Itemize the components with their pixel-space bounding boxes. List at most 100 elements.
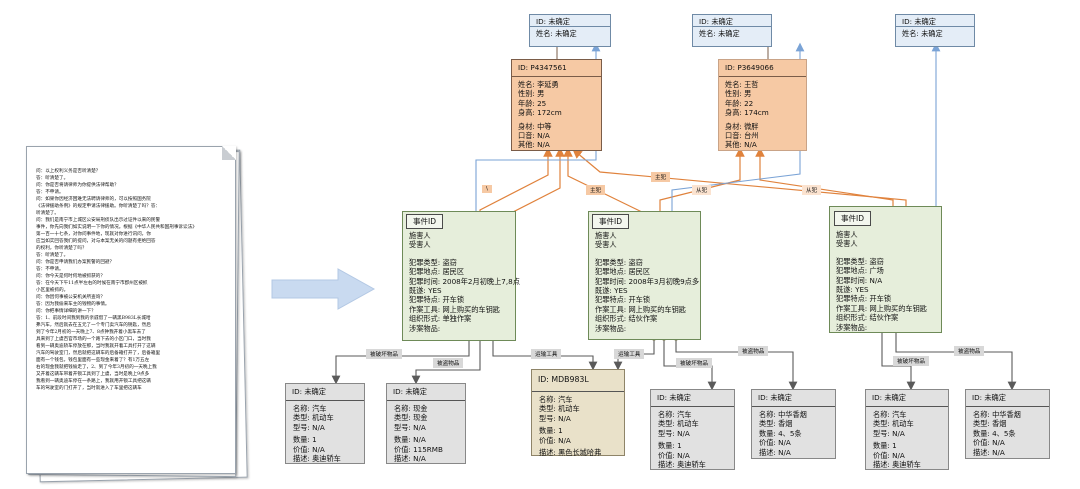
object-attr: 型号: N/A: [658, 428, 690, 438]
suspect-gender: 性别: 男: [518, 89, 545, 99]
object-attr: 数量: 1: [293, 435, 317, 445]
suspect-id: ID: P3649066: [725, 63, 774, 72]
object-attr: 描述: N/A: [973, 447, 1005, 457]
relation-label: 被盗物品: [738, 346, 769, 356]
object-box-2[interactable]: ID: 未确定 名称: 现金 类型: 现金 型号: N/A 数量: N/A 价值…: [386, 383, 466, 464]
object-id: ID: 未确定: [872, 393, 906, 402]
relation-label: 主犯: [651, 172, 671, 182]
transcript-line: 问：我们是南宁市上城区公安局刑侦队出示过证件以来的民警: [36, 218, 161, 223]
suspect-accent: 口音: 台州: [725, 131, 759, 141]
suspect-other: 其他: N/A: [725, 140, 757, 150]
crime-items: 涉案物品:: [595, 323, 627, 333]
object-attr: 描述: 奥迪轿车: [873, 460, 921, 470]
object-attr: 名称: 中华香烟: [759, 410, 807, 419]
victim-box-3[interactable]: ID: 未确定 姓名: 未确定: [895, 14, 975, 47]
object-attr: 价值: 115RMB: [394, 444, 443, 454]
suspect-name: 姓名: 王哲: [725, 80, 759, 89]
object-attr: 类型: 机动车: [873, 419, 914, 429]
transcript-line: 《法律援助条例》的规定申请法律援助。你听清楚了吗？答：: [36, 204, 161, 209]
transcript-line: 问：你是否将请律师为你提供法律帮助？: [36, 183, 119, 188]
crime-feature: 犯罪特点: 开车锁: [409, 295, 465, 305]
object-attr: 价值: N/A: [293, 444, 325, 454]
object-box-5[interactable]: ID: 未确定 名称: 中华香烟 类型: 香烟 数量: 4、5条 价值: N/A…: [751, 389, 836, 459]
object-attr: 型号: N/A: [394, 422, 426, 432]
object-box-4[interactable]: ID: 未确定 名称: 汽车 类型: 机动车 型号: N/A 数量: 1 价值:…: [650, 389, 735, 470]
suspect-height: 身高: 172cm: [518, 108, 562, 118]
object-attr: 描述: 奥迪轿车: [293, 454, 341, 464]
object-attr: 类型: 机动车: [539, 404, 580, 414]
suspect-name: 姓名: 李延勇: [518, 80, 559, 89]
transcript-line: 面有一个钱包，钱包里面有一些现金来着了？有1万五左: [36, 358, 150, 363]
offender-port: 施害人: [595, 231, 617, 240]
event-id-label: 事件ID: [406, 214, 443, 229]
event-body-1: 施害人 受害人 犯罪类型: 盗窃 犯罪地点: 居民区 犯罪时间: 2008年2月…: [409, 231, 520, 333]
transcript-line: 答：听清楚了。: [36, 253, 69, 258]
suspect-height: 身高: 174cm: [725, 108, 769, 118]
object-attr: 价值: N/A: [973, 438, 1005, 448]
object-id: ID: 未确定: [292, 387, 326, 396]
object-attr: 数量: 1: [539, 426, 563, 436]
event-box-3[interactable]: [829, 206, 942, 333]
transcript-line: 答：因为我偷来车主的钱物的事情。: [36, 302, 110, 307]
victim-port: 受害人: [836, 239, 858, 249]
object-attr: 名称: 中华香烟: [973, 410, 1021, 419]
suspect-box-2[interactable]: ID: P3649066 姓名: 王哲 性别: 男 年龄: 22 身高: 174…: [718, 59, 807, 151]
relation-label: 被盗物品: [954, 346, 985, 356]
crime-completed: 既遂: YES: [836, 285, 869, 295]
transcript-line: 具来到了上虞百官市场的一个路下去的小区门口，当时我: [36, 337, 151, 342]
crime-place: 犯罪地点: 居民区: [595, 267, 651, 277]
object-attr: 类型: 现金: [394, 413, 428, 423]
event-id-label: 事件ID: [834, 211, 871, 226]
victim-port: 受害人: [595, 240, 617, 250]
object-box-3[interactable]: ID: MDB983L 名称: 汽车 类型: 机动车 型号: N/A 数量: 1…: [531, 369, 625, 458]
transcript-line: 问：你是否申请我们办案民警的回避？: [36, 260, 115, 265]
victim-name: 姓名: 未确定: [536, 29, 577, 39]
object-attr: 数量: 4、5条: [759, 428, 802, 438]
relation-label: 被破坏物品: [676, 358, 712, 368]
object-attr: 数量: 1: [873, 441, 897, 451]
document-page-front: [26, 146, 236, 474]
victim-id: ID: 未确定: [536, 17, 570, 26]
transcript-line: 事件，你先向我们如实说明一下你的情况。根据《中华人民共和国刑事诉讼法》: [36, 225, 197, 230]
event-box-2[interactable]: [588, 211, 701, 340]
relation-label: 主犯: [586, 185, 606, 195]
event-body-3: 施害人 受害人 犯罪类型: 盗窃 犯罪地点: 广场 犯罪时间: N/A 既遂: …: [836, 230, 927, 332]
crime-time: 犯罪时间: 2008年2月初晚上7,8点: [409, 276, 520, 286]
transcript-line: 又开着这辆车带着开锁工具到了上虞，当时是晚上9点多: [36, 372, 150, 377]
event-box-1[interactable]: [402, 211, 516, 341]
victim-id: ID: 未确定: [902, 17, 936, 26]
object-attr: 名称: 汽车: [539, 395, 573, 404]
object-box-6[interactable]: ID: 未确定 名称: 汽车 类型: 机动车 型号: N/A 数量: 1 价值:…: [865, 389, 949, 470]
victim-port: 受害人: [409, 240, 431, 250]
victim-box-1[interactable]: ID: 未确定 姓名: 未确定: [529, 14, 611, 47]
relation-label: 被破坏物品: [893, 356, 929, 366]
transcript-line: 车的驾驶室的门打开了，当时就进入了车里把这辆车: [36, 386, 142, 391]
crime-form: 组织形式: 单独作案: [409, 314, 472, 324]
crime-feature: 犯罪特点: 开车锁: [595, 295, 651, 305]
suspect-box-1[interactable]: ID: P4347561 姓名: 李延勇 性别: 男 年龄: 25 身高: 17…: [511, 59, 602, 151]
victim-box-2[interactable]: ID: 未确定 姓名: 未确定: [692, 14, 772, 47]
transcript-line: 汽车的驾驶室门，然后就把这辆车的后备箱打开了，后备箱里: [36, 351, 161, 356]
transcript-line: 问：你因何事被公安机关所查询？: [36, 295, 105, 300]
object-box-7[interactable]: ID: 未确定 名称: 中华香烟 类型: 香烟 数量: 4、5条 价值: N/A…: [965, 389, 1050, 459]
object-attr: 类型: 机动车: [293, 413, 334, 423]
suspect-gender: 性别: 男: [725, 89, 752, 99]
object-attr: 价值: N/A: [539, 435, 571, 445]
suspect-build: 身材: 微胖: [725, 121, 759, 131]
object-attr: 描述: 黑色长城哈弗: [539, 448, 602, 458]
object-attr: 价值: N/A: [759, 438, 791, 448]
crime-feature: 犯罪特点: 开车锁: [836, 294, 892, 304]
object-box-1[interactable]: ID: 未确定 名称: 汽车 类型: 机动车 型号: N/A 数量: 1 价值:…: [285, 383, 365, 464]
relation-label: 从犯: [802, 185, 822, 195]
transcript-line: 问：你把事情详细的讲一下？: [36, 309, 96, 314]
crime-type: 犯罪类型: 盗窃: [595, 257, 643, 267]
transcript-line: 应当如实回答我们的提问，对与本案无关的问题有拒绝回答: [36, 239, 156, 244]
object-attr: 价值: N/A: [873, 450, 905, 460]
transcript-line: 我看到一辆奥迪车停在一条路上，我就用开锁工具把这辆: [36, 379, 151, 384]
object-attr: 名称: 汽车: [658, 410, 692, 419]
right-arrow-icon: [271, 268, 376, 310]
crime-completed: 既遂: YES: [595, 286, 628, 296]
transcript-line: 答：在今天下午11点半左右的时候在南宁市郡州区被抓: [36, 281, 148, 286]
transcript-line: 问：以上权利义务是否听清楚？: [36, 169, 101, 174]
transcript-line: 弗汽车，然后就去在五元了一个专门卖汽车的钥匙，然后: [36, 323, 151, 328]
